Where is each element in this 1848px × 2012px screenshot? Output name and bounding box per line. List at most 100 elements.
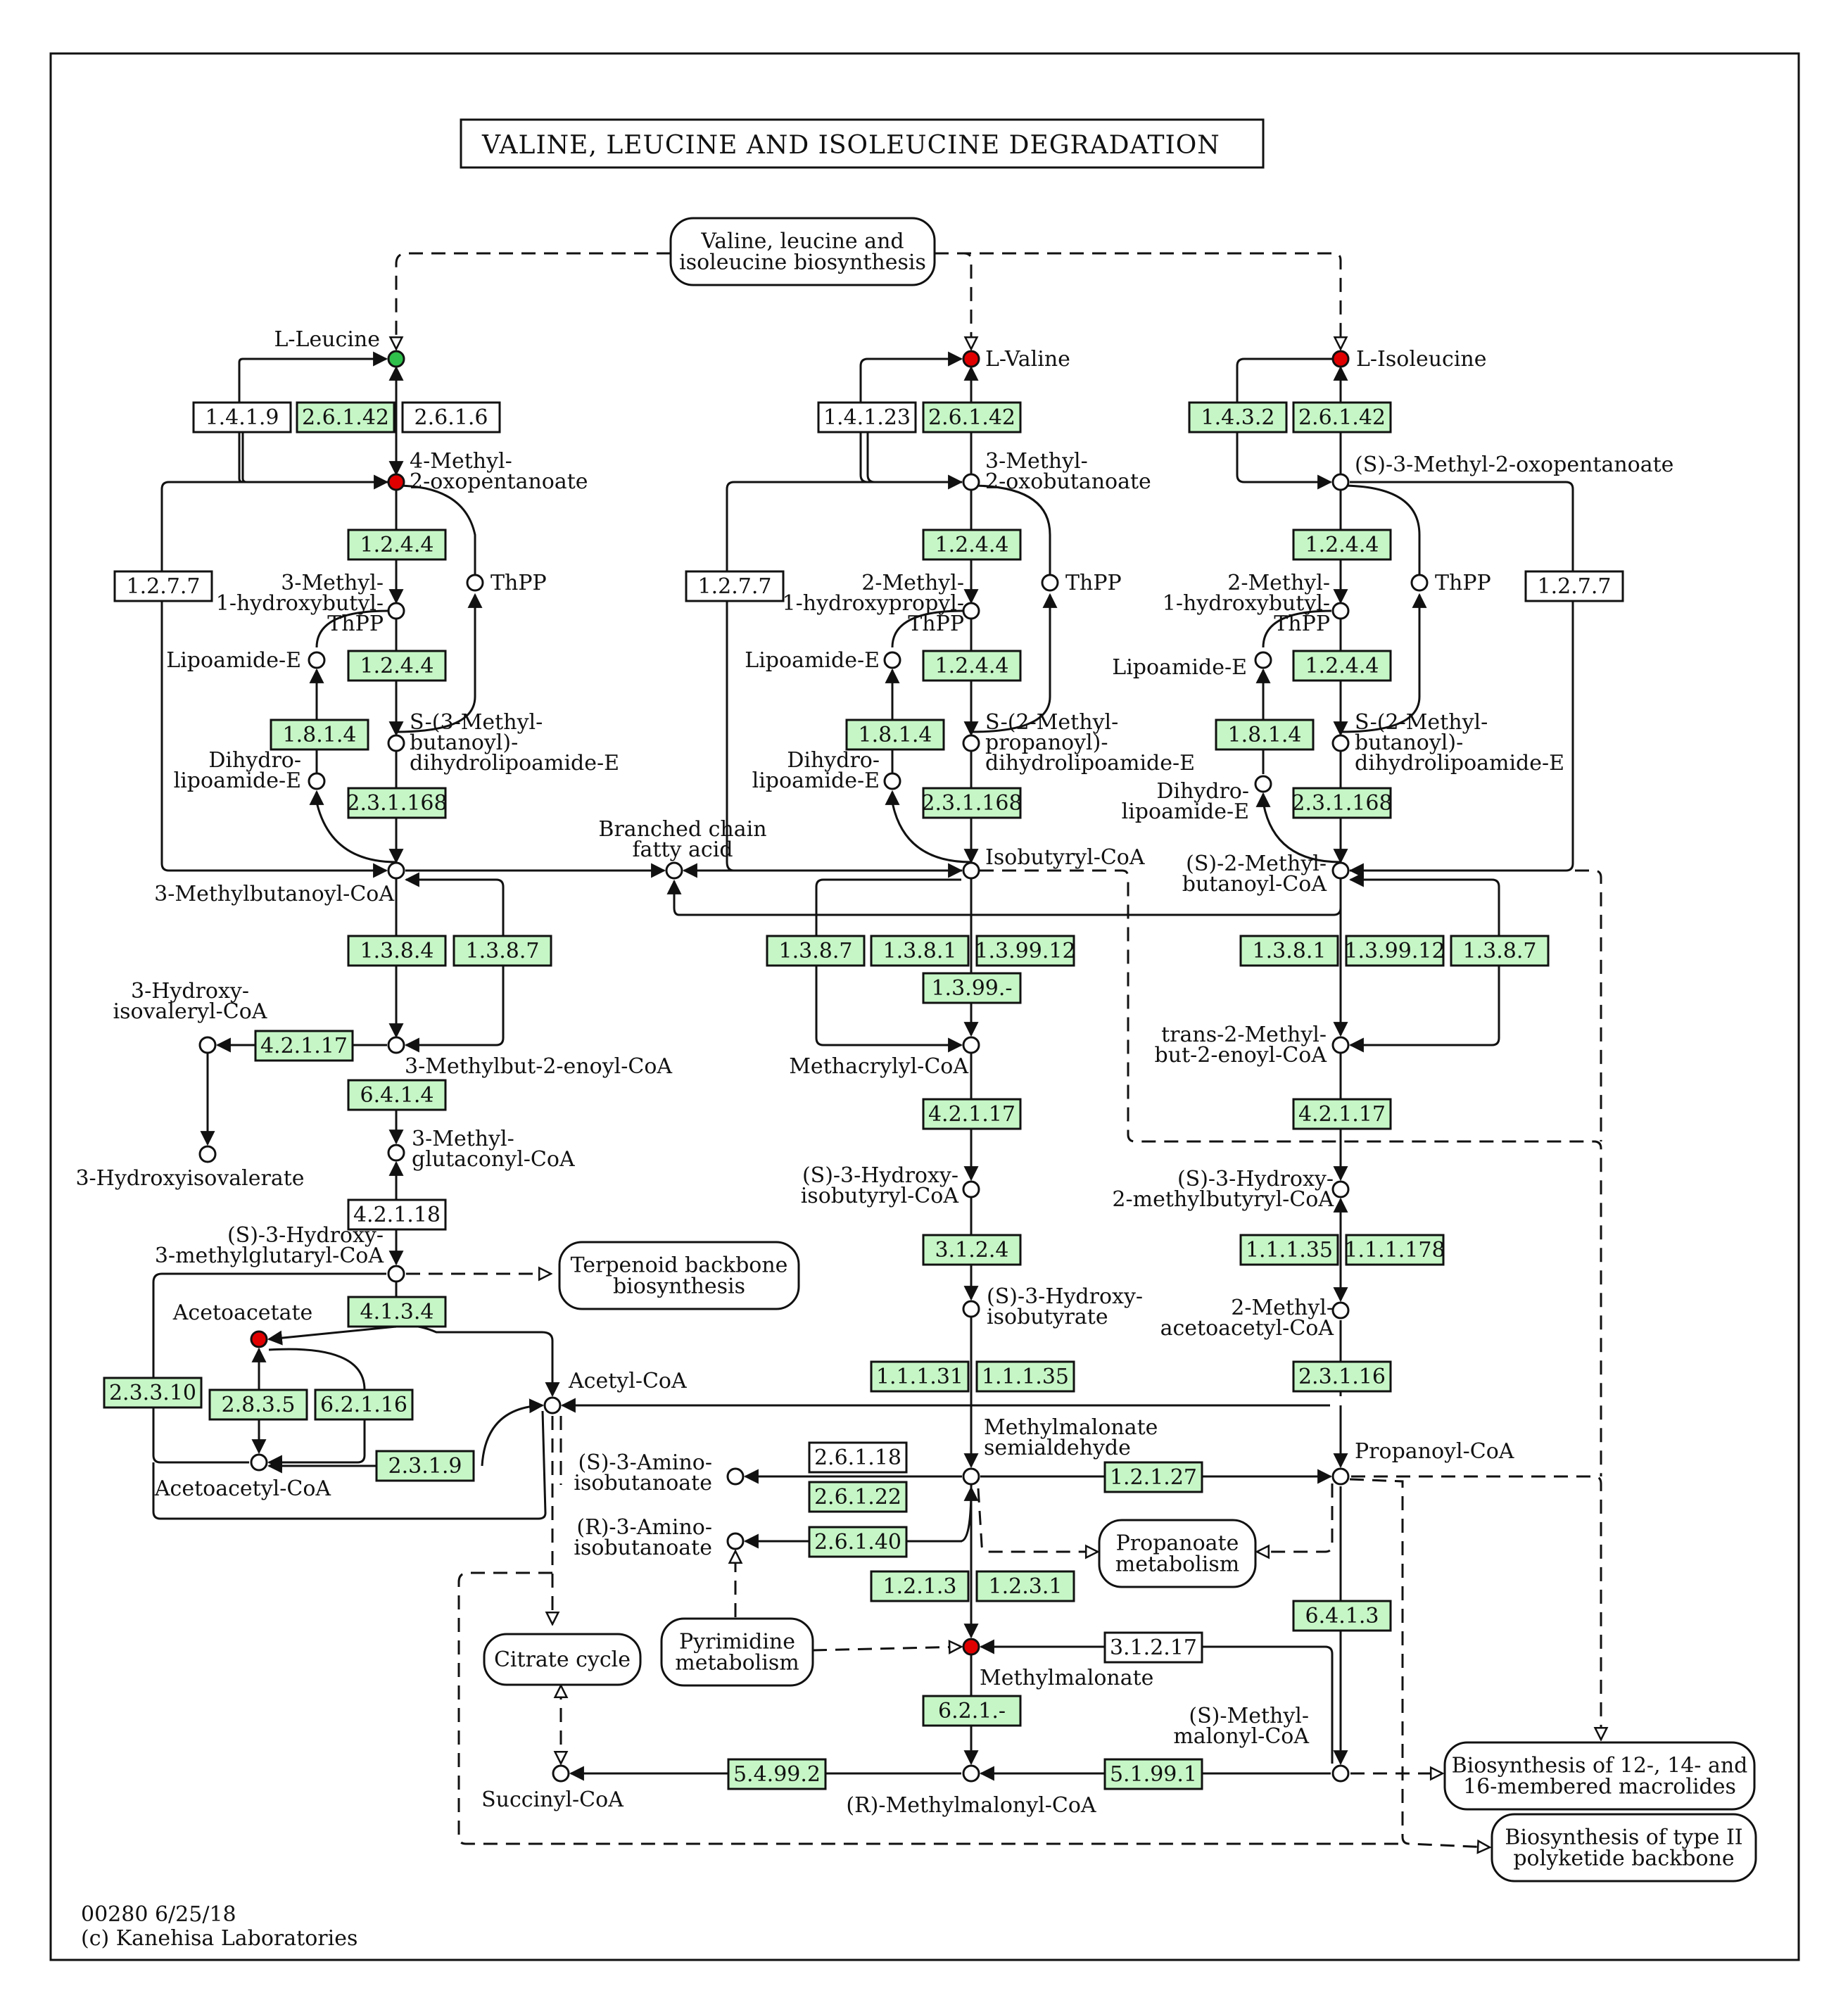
enzyme-box-1-3-8-7[interactable]: 1.3.8.7 — [452, 935, 552, 967]
compound-mob[interactable]: 3-Methyl-2-oxobutanoate — [962, 449, 1151, 494]
compound-lipE3[interactable]: Lipoamide-E — [1112, 651, 1272, 680]
enzyme-box-1-8-1-4[interactable]: 1.8.1.4 — [270, 719, 369, 751]
compound-succoa[interactable]: Succinyl-CoA — [481, 1764, 624, 1812]
enzyme-box-1-4-1-23[interactable]: 1.4.1.23 — [817, 401, 917, 434]
enzyme-box-1-2-7-7[interactable]: 1.2.7.7 — [113, 570, 213, 602]
map-link-macro[interactable]: Biosynthesis of 12-, 14- and16-membered … — [1443, 1741, 1756, 1811]
enzyme-box-1-2-4-4[interactable]: 1.2.4.4 — [922, 650, 1022, 682]
enzyme-box-6-2-1-16[interactable]: 6.2.1.16 — [314, 1388, 414, 1421]
compound-macoa[interactable]: Methacrylyl-CoA — [789, 1036, 980, 1079]
enzyme-box-1-1-1-35[interactable]: 1.1.1.35 — [1239, 1234, 1339, 1266]
enzyme-box-2-3-3-10[interactable]: 2.3.3.10 — [103, 1377, 203, 1409]
compound-acac[interactable]: Acetoacetate — [172, 1301, 313, 1348]
enzyme-box-3-1-2-4[interactable]: 3.1.2.4 — [922, 1234, 1022, 1266]
enzyme-box-2-3-1-168[interactable]: 2.3.1.168 — [346, 787, 448, 819]
compound-raib[interactable]: (R)-3-Amino-isobutanoate — [574, 1515, 745, 1560]
compound-accoa[interactable]: Acetyl-CoA — [543, 1369, 687, 1415]
enzyme-box-1-2-1-27[interactable]: 1.2.1.27 — [1103, 1461, 1203, 1493]
enzyme-box-3-1-2-17[interactable]: 3.1.2.17 — [1103, 1631, 1203, 1664]
compound-thpp2[interactable]: ThPP — [1041, 571, 1122, 595]
compound-mhb2_tpp[interactable]: 2-Methyl-1-hydroxybutyl-ThPP — [1163, 571, 1350, 636]
enzyme-box-6-4-1-4[interactable]: 6.4.1.4 — [347, 1079, 447, 1111]
compound-hivcoa[interactable]: 3-Hydroxy-isovaleryl-CoA — [113, 979, 267, 1054]
enzyme-box-2-6-1-42[interactable]: 2.6.1.42 — [1292, 401, 1392, 434]
compound-mgcoa[interactable]: 3-Methyl-glutaconyl-CoA — [387, 1127, 575, 1172]
enzyme-box-1-4-1-9[interactable]: 1.4.1.9 — [192, 401, 292, 434]
enzyme-box-1-1-1-178[interactable]: 1.1.1.178 — [1344, 1234, 1445, 1266]
compound-leu[interactable]: L-Leucine — [274, 327, 405, 368]
enzyme-box-2-3-1-16[interactable]: 2.3.1.16 — [1292, 1360, 1392, 1393]
enzyme-box-1-2-4-4[interactable]: 1.2.4.4 — [347, 529, 447, 561]
enzyme-box-1-2-4-4[interactable]: 1.2.4.4 — [347, 650, 447, 682]
map-link-tca[interactable]: Citrate cycle — [483, 1633, 642, 1686]
enzyme-box-5-4-99-2[interactable]: 5.4.99.2 — [727, 1758, 827, 1790]
enzyme-box-1-2-4-4[interactable]: 1.2.4.4 — [1292, 650, 1392, 682]
compound-mhp_tpp[interactable]: 2-Methyl-1-hydroxypropyl-ThPP — [783, 571, 980, 636]
enzyme-box-2-3-1-168[interactable]: 2.3.1.168 — [921, 787, 1023, 819]
enzyme-box-1-3-8-7[interactable]: 1.3.8.7 — [766, 935, 866, 967]
compound-maacoa[interactable]: 2-Methyl-acetoacetyl-CoA — [1160, 1296, 1350, 1341]
compound-tmbcoa[interactable]: trans-2-Methyl-but-2-enoyl-CoA — [1155, 1023, 1350, 1068]
compound-acaccoa[interactable]: Acetoacetyl-CoA — [154, 1453, 331, 1501]
enzyme-box-1-2-7-7[interactable]: 1.2.7.7 — [685, 570, 785, 602]
compound-dihE3[interactable]: Dihydro-lipoamide-E — [1122, 775, 1272, 824]
enzyme-box-1-2-4-4[interactable]: 1.2.4.4 — [1292, 529, 1392, 561]
compound-lipE2[interactable]: Lipoamide-E — [745, 648, 901, 673]
enzyme-box-4-1-3-4[interactable]: 4.1.3.4 — [347, 1296, 447, 1328]
compound-mhb_tpp[interactable]: 3-Methyl-1-hydroxybutyl-ThPP — [216, 571, 405, 636]
enzyme-box-4-2-1-17[interactable]: 4.2.1.17 — [922, 1098, 1022, 1130]
compound-dihE2[interactable]: Dihydro-lipoamide-E — [752, 748, 901, 793]
compound-mbecoa[interactable]: 3-Methylbut-2-enoyl-CoA — [387, 1036, 672, 1079]
compound-hmbcoa[interactable]: (S)-3-Hydroxy-2-methylbutyryl-CoA — [1112, 1167, 1350, 1212]
enzyme-box-2-8-3-5[interactable]: 2.8.3.5 — [208, 1388, 308, 1421]
compound-hmg[interactable]: (S)-3-Hydroxy-3-methylglutaryl-CoA — [155, 1223, 405, 1283]
compound-mop[interactable]: 4-Methyl-2-oxopentanoate — [387, 449, 588, 494]
enzyme-box-1-8-1-4[interactable]: 1.8.1.4 — [845, 719, 945, 751]
compound-hib[interactable]: (S)-3-Hydroxy-isobutyrate — [962, 1284, 1143, 1329]
enzyme-box-2-6-1-42[interactable]: 2.6.1.42 — [296, 401, 395, 434]
compound-smp[interactable]: S-(2-Methyl-propanoyl)-dihydrolipoamide-… — [962, 710, 1195, 776]
enzyme-box-2-6-1-18[interactable]: 2.6.1.18 — [808, 1441, 908, 1474]
enzyme-box-1-4-3-2[interactable]: 1.4.3.2 — [1188, 401, 1288, 434]
enzyme-box-2-6-1-22[interactable]: 2.6.1.22 — [808, 1481, 908, 1513]
compound-lipE1[interactable]: Lipoamide-E — [166, 648, 326, 673]
compound-dihE1[interactable]: Dihydro-lipoamide-E — [174, 748, 326, 793]
enzyme-box-1-2-3-1[interactable]: 1.2.3.1 — [975, 1570, 1075, 1602]
enzyme-box-2-6-1-42[interactable]: 2.6.1.42 — [922, 401, 1022, 434]
compound-thpp3[interactable]: ThPP — [1410, 571, 1491, 595]
enzyme-box-1-3-99-12[interactable]: 1.3.99.12 — [1344, 935, 1445, 967]
enzyme-box-1-3-99--[interactable]: 1.3.99.- — [922, 972, 1022, 1004]
enzyme-box-4-2-1-18[interactable]: 4.2.1.18 — [347, 1198, 447, 1231]
enzyme-box-6-2-1--[interactable]: 6.2.1.- — [922, 1695, 1022, 1727]
enzyme-box-1-3-8-7[interactable]: 1.3.8.7 — [1450, 935, 1550, 967]
enzyme-box-1-1-1-31[interactable]: 1.1.1.31 — [870, 1360, 970, 1393]
enzyme-box-4-2-1-17[interactable]: 4.2.1.17 — [254, 1030, 354, 1062]
enzyme-box-1-2-7-7[interactable]: 1.2.7.7 — [1524, 570, 1624, 602]
compound-smmcoa[interactable]: (S)-Methyl-malonyl-CoA — [1173, 1704, 1350, 1783]
compound-thpp1[interactable]: ThPP — [466, 571, 547, 595]
compound-ibcoa[interactable]: Isobutyryl-CoA — [962, 845, 1145, 880]
enzyme-box-2-6-1-40[interactable]: 2.6.1.40 — [808, 1526, 908, 1558]
enzyme-box-1-2-4-4[interactable]: 1.2.4.4 — [922, 529, 1022, 561]
compound-hibcoa[interactable]: (S)-3-Hydroxy-isobutyryl-CoA — [801, 1163, 980, 1208]
compound-propcoa[interactable]: Propanoyl-CoA — [1331, 1439, 1514, 1486]
enzyme-box-1-2-1-3[interactable]: 1.2.1.3 — [870, 1570, 970, 1602]
compound-val[interactable]: L-Valine — [962, 347, 1070, 372]
compound-mbcoa[interactable]: 3-Methylbutanoyl-CoA — [154, 861, 405, 906]
enzyme-box-5-1-99-1[interactable]: 5.1.99.1 — [1103, 1758, 1203, 1790]
compound-smb2[interactable]: S-(2-Methyl-butanoyl)-dihydrolipoamide-E — [1331, 710, 1564, 776]
enzyme-box-1-8-1-4[interactable]: 1.8.1.4 — [1215, 719, 1315, 751]
enzyme-box-2-3-1-168[interactable]: 2.3.1.168 — [1291, 787, 1393, 819]
compound-smop[interactable]: (S)-3-Methyl-2-oxopentanoate — [1331, 453, 1673, 491]
compound-saib[interactable]: (S)-3-Amino-isobutanoate — [574, 1450, 745, 1495]
enzyme-box-1-3-99-12[interactable]: 1.3.99.12 — [975, 935, 1076, 967]
compound-mma[interactable]: Methylmalonate — [962, 1638, 1153, 1690]
enzyme-box-6-4-1-3[interactable]: 6.4.1.3 — [1292, 1600, 1392, 1632]
enzyme-box-1-3-8-1[interactable]: 1.3.8.1 — [1239, 935, 1339, 967]
enzyme-box-4-2-1-17[interactable]: 4.2.1.17 — [1292, 1098, 1392, 1130]
